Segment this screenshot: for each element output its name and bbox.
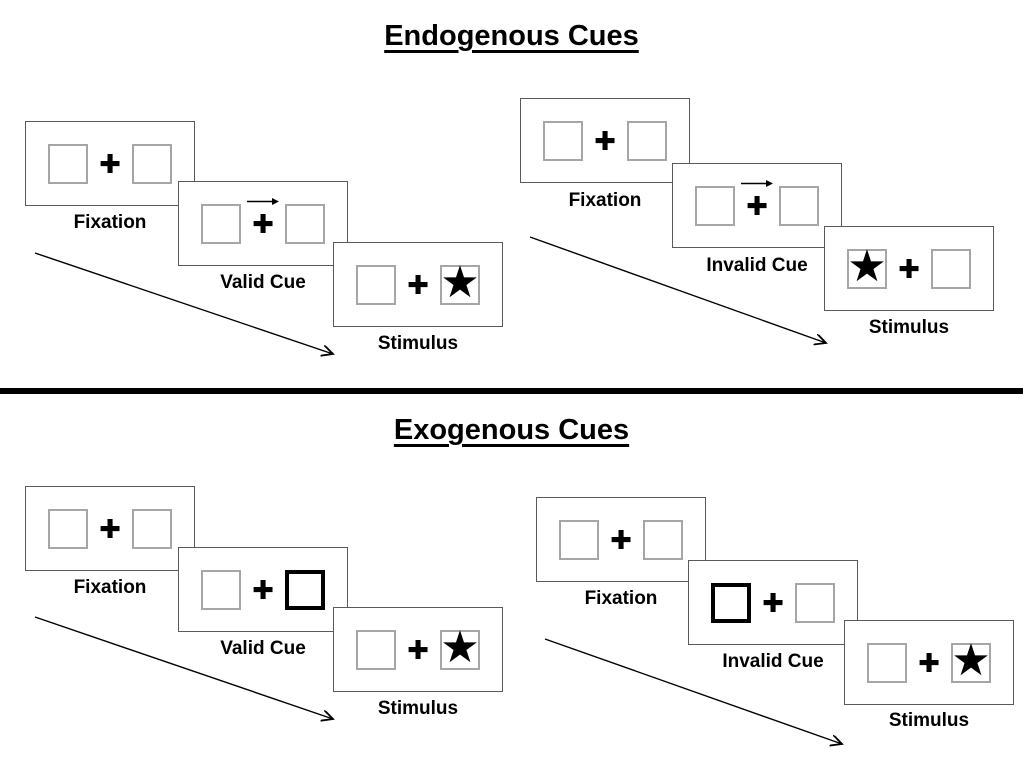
fixation-cross-icon: ✚ (746, 191, 768, 222)
left-box (695, 185, 735, 226)
right-box (131, 143, 172, 184)
right-box (930, 248, 971, 289)
panel-label-valid-cue: Valid Cue (220, 638, 306, 659)
panel-stimulus: ★ ✚ (824, 226, 994, 311)
fixation-cross-icon: ✚ (594, 126, 616, 157)
target-star-icon: ★ (847, 240, 887, 292)
panel-fixation: ✚ (25, 486, 195, 571)
left-box (48, 508, 88, 549)
left-box (543, 120, 583, 161)
panel-fixation: ✚ (25, 121, 195, 206)
panel-label-valid-cue: Valid Cue (220, 272, 306, 293)
left-box-cue-highlight (711, 582, 751, 623)
fixation-cross-icon: ✚ (898, 254, 920, 285)
left-box (559, 519, 599, 560)
fixation-cross-icon: ✚ (918, 648, 940, 679)
timeline-arrow-exogenous-invalid (544, 638, 852, 752)
panel-label-fixation: Fixation (73, 212, 147, 233)
timeline-arrow-endogenous-valid (34, 252, 342, 363)
endogenous-section-title: Endogenous Cues (384, 20, 639, 52)
timeline-arrow-exogenous-valid (34, 616, 342, 728)
left-box (48, 143, 88, 184)
timeline-arrow-endogenous-invalid (529, 236, 835, 350)
right-arrow-icon (741, 180, 773, 187)
left-box (201, 203, 241, 244)
panel-valid-cue: ✚ (178, 547, 348, 632)
panel-stimulus: ✚ ★ (333, 607, 503, 692)
fixation-cross-icon: ✚ (252, 209, 274, 240)
right-box (626, 120, 667, 161)
section-divider (0, 388, 1023, 394)
panel-stimulus: ✚ ★ (333, 242, 503, 327)
left-box (867, 642, 907, 683)
fixation-cross-icon: ✚ (610, 525, 632, 556)
right-box-with-target: ★ (950, 638, 991, 683)
panel-valid-cue: ✚ (178, 181, 348, 266)
fixation-cross-icon: ✚ (407, 270, 429, 301)
fixation-cross-icon: ✚ (252, 575, 274, 606)
fixation-cross-icon: ✚ (99, 149, 121, 180)
exogenous-section-title: Exogenous Cues (393, 414, 630, 446)
fixation-cross-icon: ✚ (762, 588, 784, 619)
left-box (356, 629, 396, 670)
left-box (201, 569, 241, 610)
right-box-cue-highlight (284, 569, 325, 610)
panel-label-fixation: Fixation (73, 577, 147, 598)
panel-label-invalid-cue: Invalid Cue (722, 651, 824, 672)
panel-fixation: ✚ (536, 497, 706, 582)
right-box (131, 508, 172, 549)
fixation-cross-icon: ✚ (99, 514, 121, 545)
right-box (778, 185, 819, 226)
right-box (642, 519, 683, 560)
right-box-with-target: ★ (439, 625, 480, 670)
panel-fixation: ✚ (520, 98, 690, 183)
fixation-cross-icon: ✚ (407, 635, 429, 666)
panel-invalid-cue: ✚ (672, 163, 842, 248)
right-arrow-icon (247, 198, 279, 205)
panel-label-fixation: Fixation (584, 588, 658, 609)
panel-label-fixation: Fixation (568, 190, 642, 211)
target-star-icon: ★ (951, 634, 991, 686)
right-box-with-target: ★ (439, 260, 480, 305)
left-box (356, 264, 396, 305)
panel-label-stimulus: Stimulus (868, 317, 950, 338)
panel-invalid-cue: ✚ (688, 560, 858, 645)
panel-stimulus: ✚ ★ (844, 620, 1014, 705)
panel-label-stimulus: Stimulus (888, 710, 970, 731)
panel-label-stimulus: Stimulus (377, 333, 459, 354)
target-star-icon: ★ (440, 621, 480, 673)
right-box (284, 203, 325, 244)
right-box (794, 582, 835, 623)
target-star-icon: ★ (440, 256, 480, 308)
panel-label-invalid-cue: Invalid Cue (706, 255, 808, 276)
left-box-with-target: ★ (847, 244, 887, 289)
panel-label-stimulus: Stimulus (377, 698, 459, 719)
